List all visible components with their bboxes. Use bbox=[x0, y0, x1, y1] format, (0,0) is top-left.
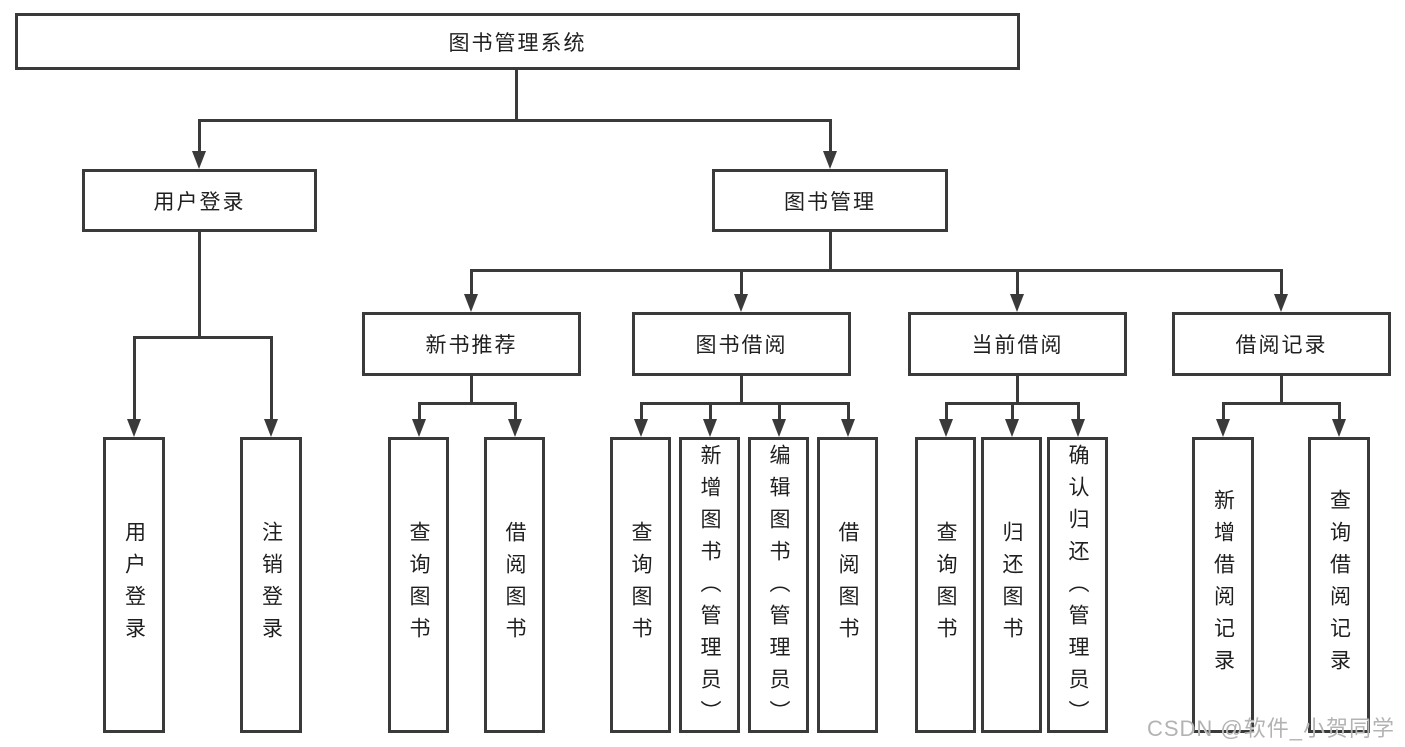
connector-line bbox=[133, 336, 136, 419]
arrow-down-icon bbox=[823, 151, 837, 169]
node-current-borrowing: 当前借阅 bbox=[908, 312, 1127, 376]
node-user-login: 用户登录 bbox=[82, 169, 317, 232]
connector-line bbox=[514, 402, 517, 421]
arrow-down-icon bbox=[703, 419, 717, 437]
connector-line bbox=[418, 402, 517, 405]
connector-line bbox=[515, 70, 518, 120]
connector-line bbox=[1011, 402, 1014, 421]
connector-line bbox=[640, 402, 643, 421]
arrow-down-icon bbox=[1216, 419, 1230, 437]
connector-line bbox=[1016, 376, 1019, 404]
connector-line bbox=[829, 119, 832, 153]
connector-line bbox=[470, 269, 1282, 272]
connector-line bbox=[1077, 402, 1080, 421]
connector-line bbox=[470, 376, 473, 404]
connector-line bbox=[778, 402, 781, 421]
arrow-down-icon bbox=[939, 419, 953, 437]
leaf-query-books-recommend: 查询图书 bbox=[388, 437, 449, 733]
connector-line bbox=[1280, 376, 1283, 404]
connector-line bbox=[418, 402, 421, 421]
connector-line bbox=[1222, 402, 1225, 421]
watermark: CSDN @软件_小贺同学 bbox=[1146, 716, 1395, 741]
leaf-borrow-books-recommend: 借阅图书 bbox=[484, 437, 545, 733]
leaf-confirm-return-admin: 确认归还（管理员） bbox=[1047, 437, 1108, 733]
arrow-down-icon bbox=[841, 419, 855, 437]
arrow-down-icon bbox=[192, 151, 206, 169]
arrow-down-icon bbox=[264, 419, 278, 437]
connector-line bbox=[829, 232, 832, 272]
connector-line bbox=[640, 402, 849, 405]
connector-line bbox=[133, 336, 272, 339]
connector-line bbox=[740, 269, 743, 295]
connector-line bbox=[470, 269, 473, 295]
leaf-borrow-books: 借阅图书 bbox=[817, 437, 878, 733]
arrow-down-icon bbox=[1010, 294, 1024, 312]
leaf-logout: 注销登录 bbox=[240, 437, 302, 733]
leaf-user-login: 用户登录 bbox=[103, 437, 165, 733]
connector-line bbox=[740, 376, 743, 404]
connector-line bbox=[847, 402, 850, 421]
arrow-down-icon bbox=[412, 419, 426, 437]
arrow-down-icon bbox=[127, 419, 141, 437]
leaf-add-books-admin: 新增图书（管理员） bbox=[679, 437, 740, 733]
leaf-add-borrow-record: 新增借阅记录 bbox=[1192, 437, 1254, 733]
connector-line bbox=[1280, 269, 1283, 295]
connector-line bbox=[1016, 269, 1019, 295]
node-book-borrowing: 图书借阅 bbox=[632, 312, 851, 376]
arrow-down-icon bbox=[772, 419, 786, 437]
arrow-down-icon bbox=[464, 294, 478, 312]
node-system-root: 图书管理系统 bbox=[15, 13, 1020, 70]
arrow-down-icon bbox=[1005, 419, 1019, 437]
node-new-book-recommendation: 新书推荐 bbox=[362, 312, 581, 376]
arrow-down-icon bbox=[1332, 419, 1346, 437]
connector-line bbox=[198, 119, 831, 122]
leaf-return-books: 归还图书 bbox=[981, 437, 1042, 733]
leaf-query-books-current: 查询图书 bbox=[915, 437, 976, 733]
arrow-down-icon bbox=[508, 419, 522, 437]
connector-line bbox=[198, 232, 201, 339]
connector-line bbox=[709, 402, 712, 421]
connector-line bbox=[270, 336, 273, 419]
arrow-down-icon bbox=[634, 419, 648, 437]
node-borrowing-records: 借阅记录 bbox=[1172, 312, 1391, 376]
leaf-query-borrow-record: 查询借阅记录 bbox=[1308, 437, 1370, 733]
arrow-down-icon bbox=[1071, 419, 1085, 437]
leaf-query-books-borrowing: 查询图书 bbox=[610, 437, 671, 733]
arrow-down-icon bbox=[1274, 294, 1288, 312]
connector-line bbox=[198, 119, 201, 153]
connector-line bbox=[945, 402, 948, 421]
node-book-management: 图书管理 bbox=[712, 169, 948, 232]
connector-line bbox=[1222, 402, 1340, 405]
arrow-down-icon bbox=[734, 294, 748, 312]
connector-line bbox=[1338, 402, 1341, 421]
leaf-edit-books-admin: 编辑图书（管理员） bbox=[748, 437, 809, 733]
